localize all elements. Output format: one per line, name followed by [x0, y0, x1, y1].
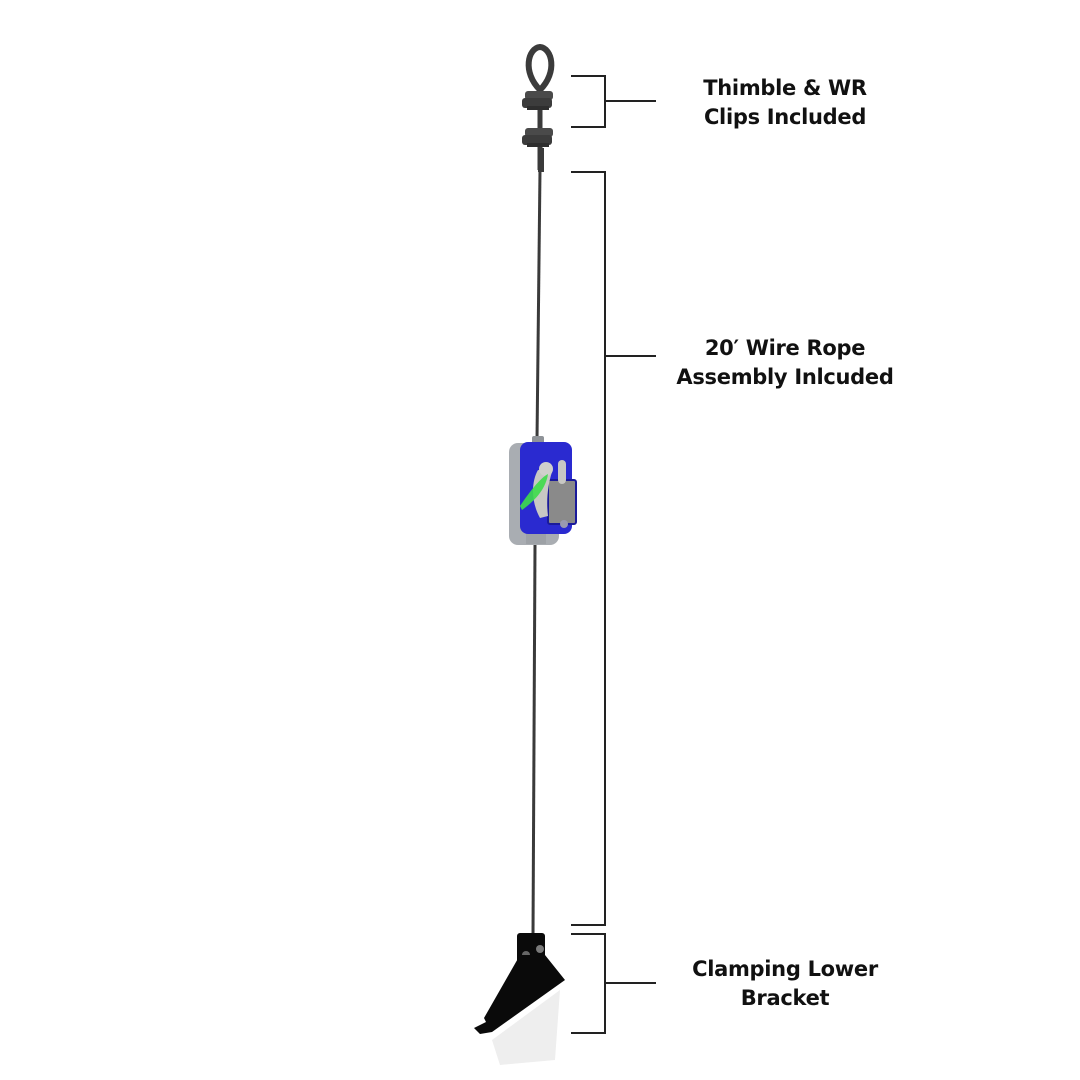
wire-clip-icon: [522, 91, 553, 172]
callout-line: 20′ Wire Rope: [704, 336, 866, 360]
callout-line: Assembly Inlcuded: [676, 365, 894, 389]
wire-rope-icon: [531, 169, 542, 936]
callout-line: Clips Included: [703, 105, 867, 129]
callout-bracket-lower: [571, 933, 656, 1034]
callout-line: Thimble & WR: [703, 76, 867, 100]
tensioner-icon: [509, 436, 577, 545]
callout-bracket-wire-rope: [571, 171, 656, 926]
callout-label-wire-rope: 20′ Wire Rope Assembly Inlcuded: [655, 334, 915, 392]
callout-line: Clamping Lower: [692, 957, 878, 981]
callout-bracket-thimble: [571, 75, 656, 128]
callout-label-thimble-clips: Thimble & WR Clips Included: [655, 74, 915, 132]
bracket-icon: [474, 933, 565, 1065]
callout-label-lower-bracket: Clamping Lower Bracket: [655, 955, 915, 1013]
callout-line: Bracket: [740, 986, 830, 1010]
